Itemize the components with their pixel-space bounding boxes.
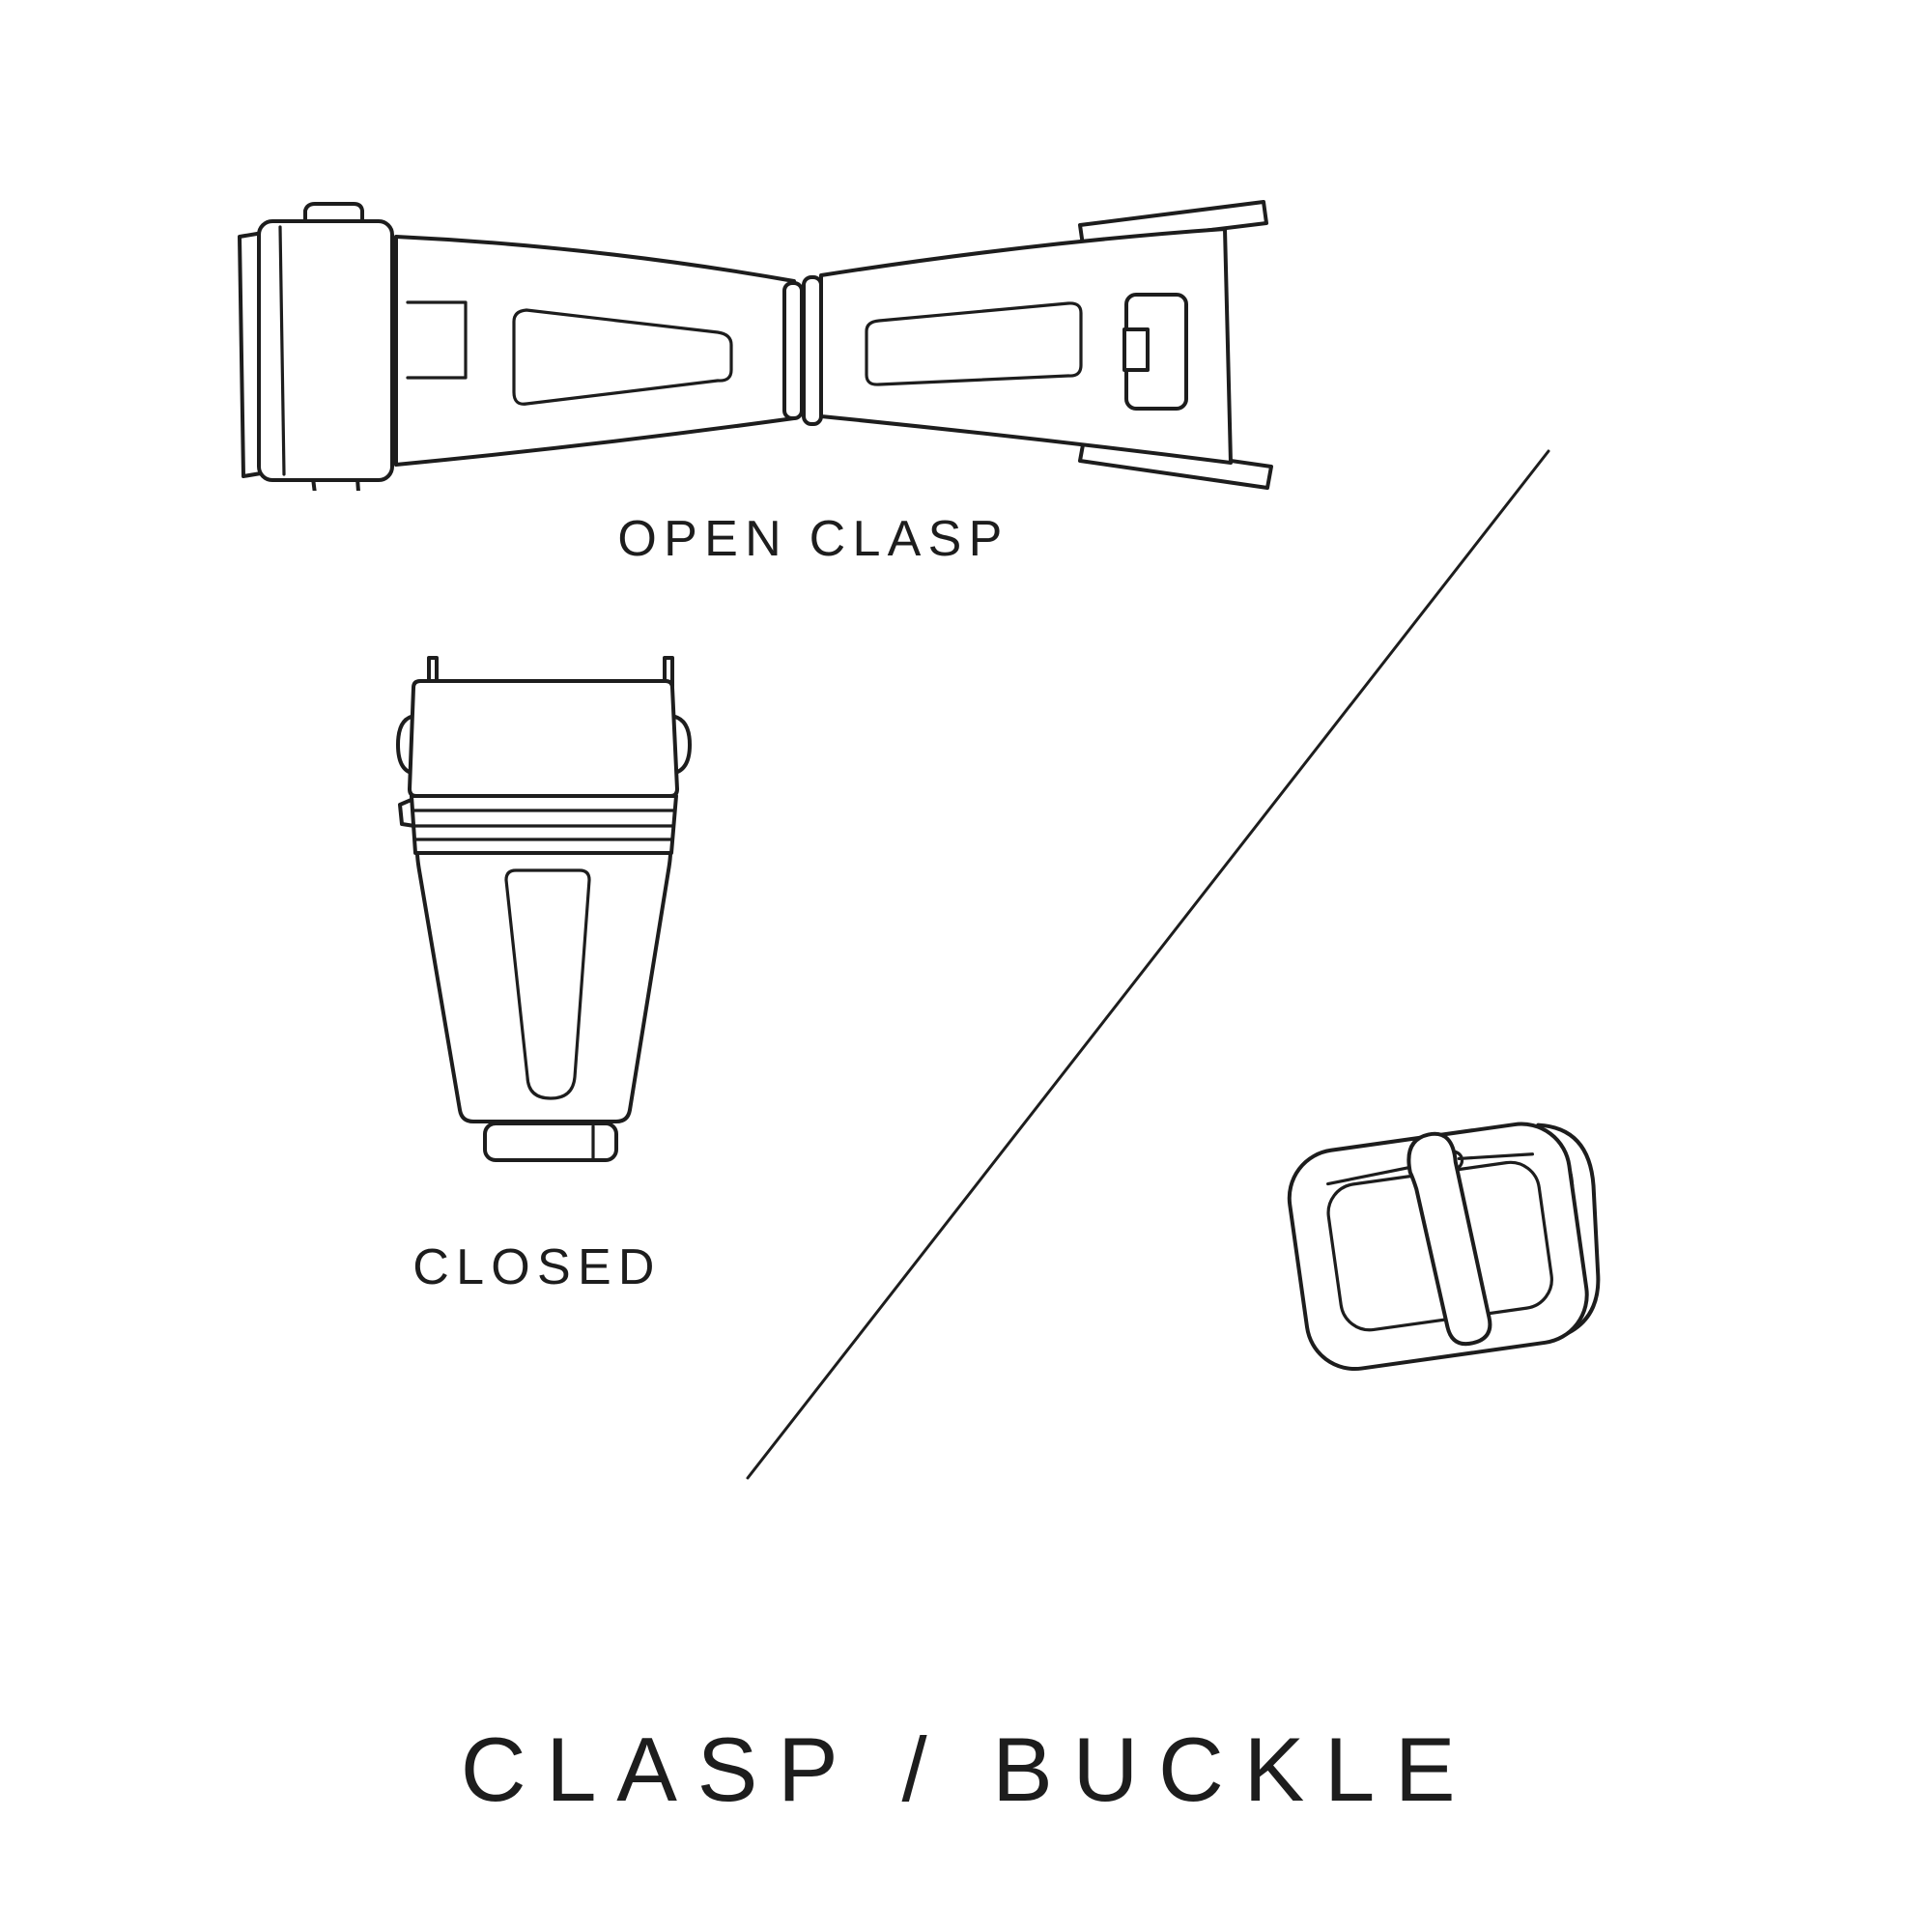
closed-clasp-label: CLOSED	[412, 1239, 662, 1295]
buckle-illustration	[1241, 1080, 1639, 1415]
closed-clasp-lineart	[396, 656, 692, 1162]
open-clasp-icon	[238, 200, 1273, 491]
tang-buckle-icon	[1287, 1122, 1601, 1372]
closed-clasp-icon	[396, 656, 692, 1162]
tang-buckle-lineart	[1287, 1122, 1601, 1372]
open-clasp-illustration	[230, 186, 1304, 491]
open-clasp-label: OPEN CLASP	[617, 511, 1009, 567]
open-clasp-lineart	[238, 200, 1273, 491]
closed-clasp-illustration	[384, 656, 701, 1202]
figure-title: CLASP / BUCKLE	[460, 1719, 1476, 1820]
